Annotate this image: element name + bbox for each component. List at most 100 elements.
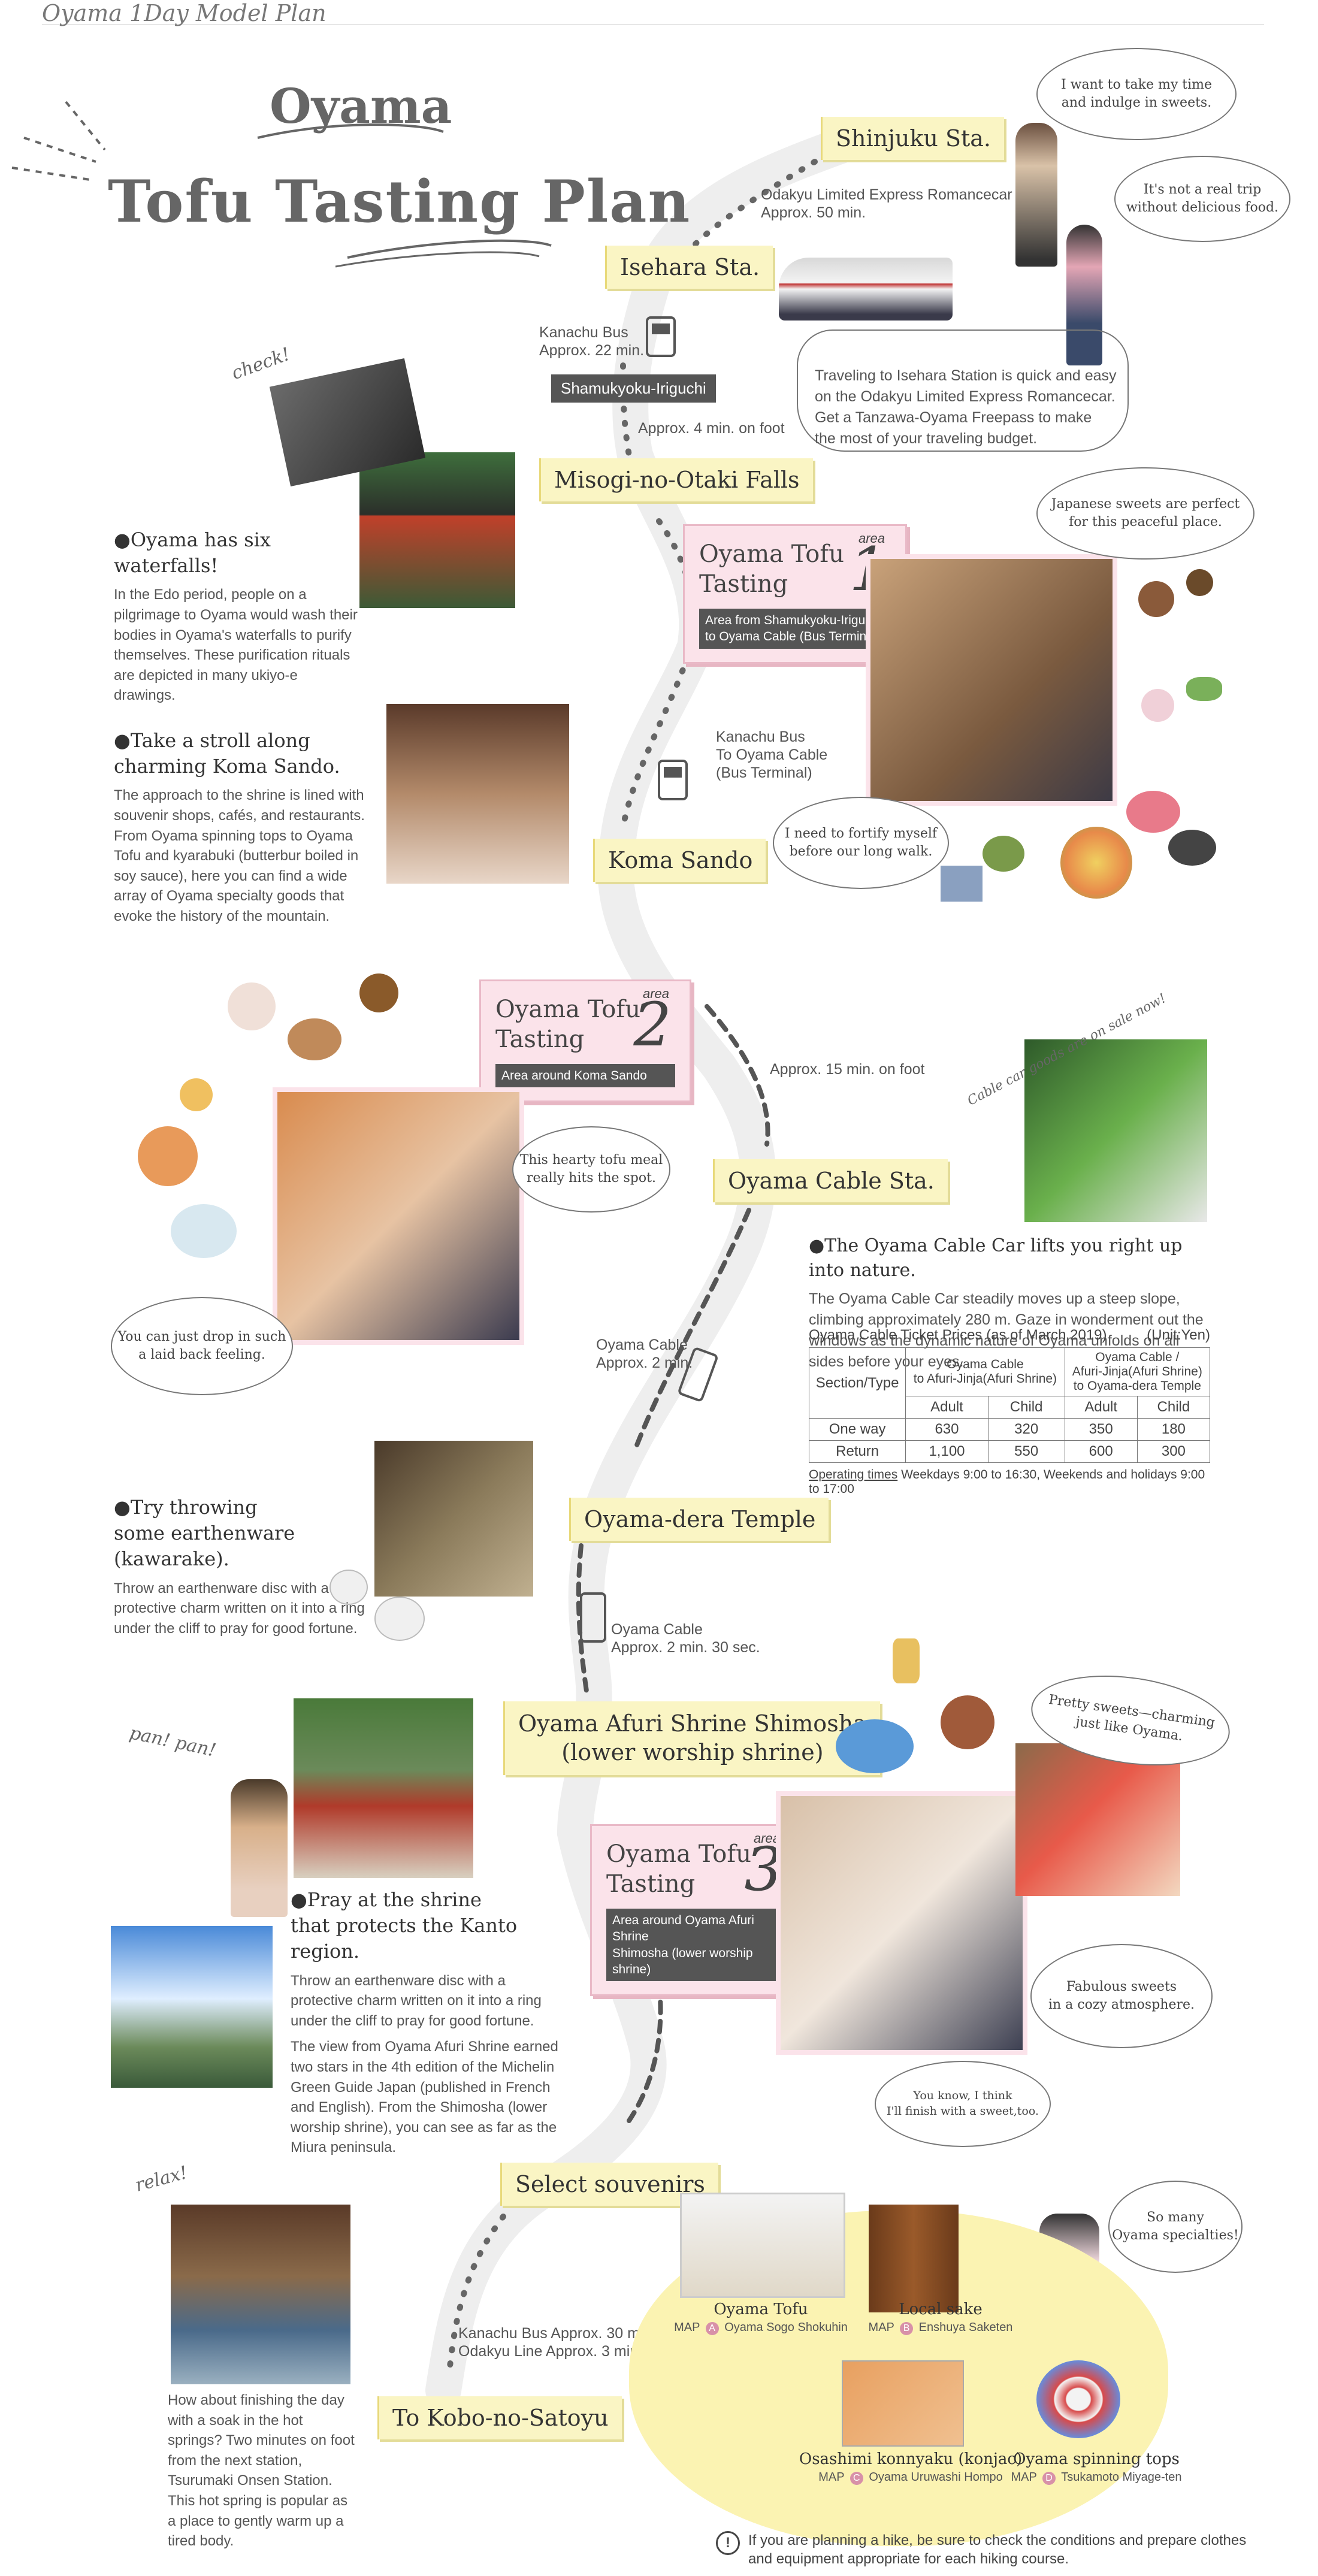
speech-bubble: It's not a real trip without delicious fo… <box>1114 156 1290 242</box>
map-letter-badge: B <box>900 2322 914 2335</box>
note-bus-cable: Kanachu Bus To Oyama Cable (Bus Terminal… <box>716 728 827 782</box>
bubble-text: Oyama specialties! <box>1112 2228 1239 2243</box>
kawarake-body: Throw an earthenware disc with a protect… <box>114 1580 365 1637</box>
note-romancecar: Odakyu Limited Express Romancecar Approx… <box>761 186 1012 222</box>
area-1-name-line2: Tasting <box>699 570 788 598</box>
note-cable2-line2: Approx. 2 min. 30 sec. <box>611 1639 760 1656</box>
bubble-text: It's not a real trip <box>1143 182 1262 198</box>
travel-line2: on the Odakyu Limited Express Romancecar… <box>815 388 1116 405</box>
bus-icon <box>646 316 676 357</box>
station-afuri-shrine: Oyama Afuri Shrine Shimosha (lower worsh… <box>503 1701 880 1775</box>
note-bus2-line3: (Bus Terminal) <box>716 764 812 781</box>
bubble-text: I want to take my time <box>1060 77 1213 93</box>
route-dots-2 <box>620 362 632 458</box>
note-cable1-line1: Oyama Cable <box>596 1337 688 1353</box>
food-illustration <box>1186 569 1213 596</box>
tofu-pack-image <box>680 2193 845 2298</box>
note-bus-22: Kanachu Bus Approx. 22 min. <box>539 323 644 359</box>
fare-head-child: Child <box>987 1396 1065 1419</box>
pray-heading-line1: ●Pray at the shrine <box>291 1888 482 1911</box>
note-cable1-line2: Approx. 2 min. <box>596 1354 693 1371</box>
travel-line3: Get a Tanzawa-Oyama Freepass to make <box>815 409 1092 426</box>
romancecar-train-image <box>779 258 953 321</box>
fare-col-b-line3: to Oyama-dera Temple <box>1073 1379 1201 1393</box>
station-koma-sando: Koma Sando <box>593 839 766 882</box>
area-1-name-line1: Oyama Tofu <box>699 540 844 568</box>
food-illustration <box>1168 830 1216 866</box>
fare-col-b-line1: Oyama Cable / <box>1095 1350 1180 1364</box>
footer-line1: If you are planning a hike, be sure to c… <box>748 2532 1247 2548</box>
page-title: Tofu Tasting Plan <box>108 168 691 235</box>
souvenir-spinning-tops: Oyama spinning tops MAP D Tsukamoto Miya… <box>1000 2450 1192 2485</box>
travel-line4: the most of your traveling budget. <box>815 430 1038 447</box>
food-illustration <box>171 1204 237 1258</box>
table-row: Return 1,100 550 600 300 <box>808 1440 1211 1463</box>
shop-name: Oyama Uruwashi Hompo <box>869 2471 1003 2484</box>
souvenir-map: MAP D Tsukamoto Miyage-ten <box>1000 2471 1192 2485</box>
area-1-label: area <box>858 531 885 546</box>
fare-head-child: Child <box>1136 1396 1211 1419</box>
waterfalls-heading: ●Oyama has six waterfalls! <box>114 528 271 578</box>
route-road <box>425 120 881 2408</box>
photo-view-sky <box>111 1926 273 2088</box>
food-illustration <box>941 866 983 902</box>
food-illustration <box>941 1695 994 1749</box>
food-illustration <box>138 1126 198 1186</box>
map-letter-badge: C <box>850 2472 863 2485</box>
photo-shaved-ice <box>1015 1743 1180 1896</box>
fare-col-b-line2: Afuri-Jinja(Afuri Shrine) <box>1072 1365 1202 1378</box>
food-illustration <box>288 1018 341 1060</box>
note-romancecar-line2: Approx. 50 min. <box>761 204 866 221</box>
spinning-top-image <box>1036 2360 1120 2438</box>
photo-area2-tofu-meal <box>273 1087 524 1345</box>
shop-name: Tsukamoto Miyage-ten <box>1061 2471 1182 2484</box>
stroll-body: The approach to the shrine is lined with… <box>114 787 365 924</box>
note-final-line2: Odakyu Line Approx. 3 min. <box>458 2343 643 2360</box>
bubble-text: Japanese sweets are perfect <box>1051 497 1240 512</box>
pray-block: ●Pray at the shrine that protects the Ka… <box>291 1887 566 2158</box>
stroll-heading-line2: charming Koma Sando. <box>114 755 340 778</box>
bubble-text: You can just drop in such <box>117 1329 286 1345</box>
area-3-sub-line2: Shimosha (lower worship shrine) <box>612 1946 753 1976</box>
area-1-sub-line1: Area from Shamukyoku-Iriguchi <box>705 613 882 627</box>
food-illustration <box>359 973 398 1012</box>
fare-col-b: Oyama Cable / Afuri-Jinja(Afuri Shrine) … <box>1064 1347 1211 1396</box>
souvenir-name: Oyama spinning tops <box>1013 2450 1180 2468</box>
operating-times-text: Weekdays 9:00 to 16:30, Weekends and hol… <box>809 1468 1205 1496</box>
travel-line1: Traveling to Isehara Station is quick an… <box>815 367 1117 384</box>
fare-cell: 300 <box>1136 1440 1211 1463</box>
food-illustration <box>1141 689 1174 722</box>
fare-table-block: Oyama Cable Ticket Prices (as of March 2… <box>808 1327 1211 1496</box>
route-dots-1 <box>680 159 818 261</box>
bubble-text: and indulge in sweets. <box>1061 95 1212 110</box>
food-illustration <box>180 1078 213 1111</box>
route-dashes-3 <box>576 1543 590 1698</box>
area-3-box: area 3 Oyama Tofu Tasting Area around Oy… <box>590 1824 802 1997</box>
map-label: MAP <box>674 2321 700 2334</box>
area-2-label: area <box>642 986 669 1001</box>
bubble-text: without delicious food. <box>1126 200 1279 215</box>
title-oyama: Oyama <box>270 78 452 134</box>
station-oyama-cable: Oyama Cable Sta. <box>713 1159 948 1202</box>
station-misogi-falls: Misogi-no-Otaki Falls <box>539 458 813 501</box>
area-2-sub: Area around Koma Sando <box>495 1064 675 1088</box>
area-2-name-line2: Tasting <box>495 1026 585 1053</box>
note-cable2-line1: Oyama Cable <box>611 1621 703 1638</box>
area-3-label: area <box>753 1831 780 1846</box>
sake-bottles-image <box>869 2205 959 2312</box>
cable-car-icon <box>580 1592 606 1643</box>
photo-koma-sando <box>386 704 569 884</box>
bubble-text: Fabulous sweets <box>1066 1979 1177 1995</box>
note-final-transit: Kanachu Bus Approx. 30 min. Odakyu Line … <box>458 2324 655 2360</box>
area-2-name-line1: Oyama Tofu <box>495 996 640 1023</box>
konnyaku-pack-image <box>842 2360 964 2447</box>
bubble-text: really hits the spot. <box>527 1171 656 1186</box>
area-2-sub-line1: Area around Koma Sando <box>501 1069 647 1083</box>
souvenir-map: MAP A Oyama Sogo Shokuhin <box>671 2321 851 2335</box>
table-row: One way 630 320 350 180 <box>808 1418 1211 1441</box>
